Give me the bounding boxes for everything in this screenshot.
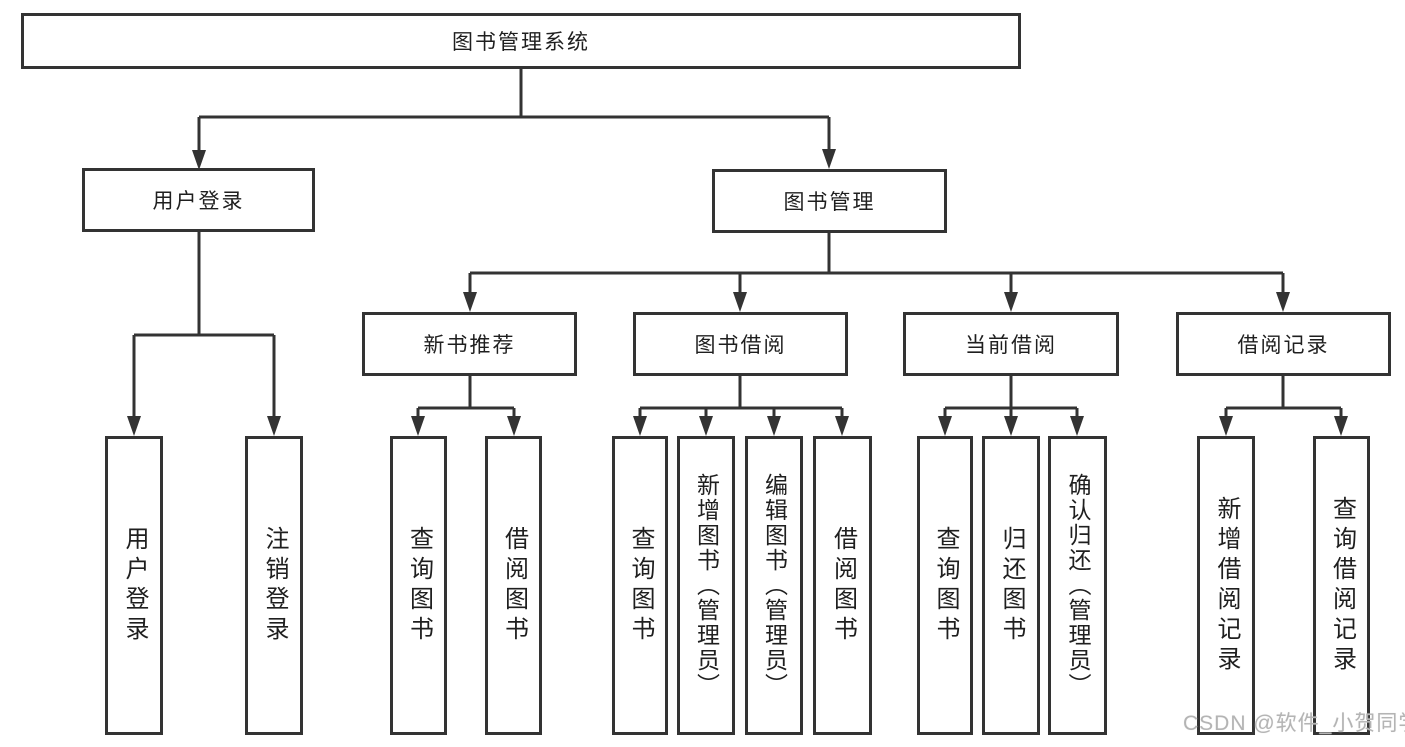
node-query-borrow-record: 查询借阅记录 (1313, 436, 1370, 735)
node-user-login-label: 用户登录 (152, 190, 245, 213)
node-query-books-current: 查询图书 (917, 436, 973, 735)
node-borrow-books-action-label: 借阅图书 (829, 525, 857, 646)
node-user-login: 用户登录 (82, 168, 315, 232)
node-confirm-return-admin-label: 确认归还（管理员） (1065, 473, 1091, 698)
node-query-books-borrow: 查询图书 (612, 436, 668, 735)
node-new-book-recommend: 新书推荐 (362, 312, 577, 376)
node-borrow-books-recommend-label: 借阅图书 (500, 525, 528, 646)
node-borrow-books-recommend: 借阅图书 (485, 436, 542, 735)
node-return-books: 归还图书 (982, 436, 1040, 735)
node-add-books-admin-label: 新增图书（管理员） (693, 473, 720, 698)
node-root: 图书管理系统 (21, 13, 1021, 69)
node-current-borrow: 当前借阅 (903, 312, 1119, 376)
node-query-borrow-record-label: 查询借阅记录 (1328, 495, 1356, 676)
node-query-books-borrow-label: 查询图书 (627, 525, 654, 646)
node-add-books-admin: 新增图书（管理员） (677, 436, 735, 735)
node-edit-books-admin: 编辑图书（管理员） (745, 436, 803, 735)
node-query-books-recommend-label: 查询图书 (405, 525, 433, 646)
node-return-books-label: 归还图书 (998, 525, 1025, 646)
node-add-borrow-record: 新增借阅记录 (1197, 436, 1255, 735)
node-current-borrow-label: 当前借阅 (965, 334, 1057, 357)
node-confirm-return-admin: 确认归还（管理员） (1048, 436, 1107, 735)
node-book-management: 图书管理 (712, 169, 947, 233)
node-borrow-records: 借阅记录 (1176, 312, 1391, 376)
node-book-borrow: 图书借阅 (633, 312, 848, 376)
node-book-management-label: 图书管理 (783, 191, 876, 214)
csdn-watermark: CSDN @软件_小贺同学 (1183, 712, 1405, 735)
node-user-login-action: 用户登录 (105, 436, 163, 735)
node-user-login-action-label: 用户登录 (121, 525, 148, 646)
node-edit-books-admin-label: 编辑图书（管理员） (761, 473, 788, 698)
node-query-books-current-label: 查询图书 (932, 525, 959, 646)
node-logout-action-label: 注销登录 (261, 525, 288, 646)
node-add-borrow-record-label: 新增借阅记录 (1213, 495, 1240, 676)
node-root-label: 图书管理系统 (452, 31, 590, 54)
node-new-book-recommend-label: 新书推荐 (423, 334, 516, 357)
node-borrow-records-label: 借阅记录 (1237, 334, 1330, 357)
node-book-borrow-label: 图书借阅 (694, 334, 787, 357)
node-query-books-recommend: 查询图书 (390, 436, 447, 735)
node-borrow-books-action: 借阅图书 (813, 436, 872, 735)
node-logout-action: 注销登录 (245, 436, 303, 735)
